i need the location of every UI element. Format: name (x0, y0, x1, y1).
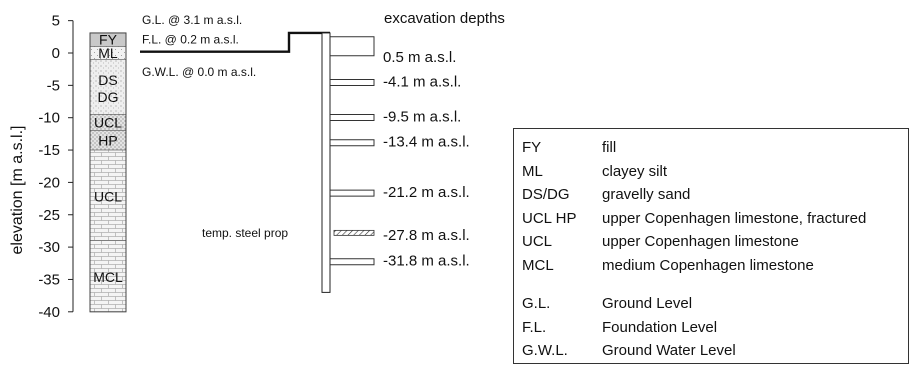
stratum-label: MCL (93, 269, 123, 285)
ground-level-label: G.L. @ 3.1 m a.s.l. (142, 13, 242, 27)
steel-prop (333, 229, 375, 236)
legend-key: UCL HP (522, 209, 577, 227)
foundation-level-label: F.L. @ 0.2 m a.s.l. (142, 33, 239, 47)
stratum-mcl (89, 240, 127, 313)
prop-label: temp. steel prop (202, 226, 288, 240)
excavation-depth-label: -31.8 m a.s.l. (383, 253, 470, 270)
legend-desc: clayey silt (602, 162, 668, 180)
excavation-depth-label: -9.5 m a.s.l. (383, 108, 461, 125)
excavation-step (330, 139, 375, 147)
excavation-depth-label: -27.8 m a.s.l. (383, 227, 470, 244)
soil-column-frame (89, 32, 127, 313)
stratum-label: FY (99, 32, 118, 48)
legend-desc: gravelly sand (602, 186, 691, 203)
legend-row: MCL medium Copenhagen limestone (522, 257, 814, 274)
legend-key: DS/DG (522, 186, 570, 203)
legend-row: F.L. Foundation Level (522, 319, 717, 336)
y-axis-ticks: 5 0 -5 -10 -15 -20 -25 -30 -35 -40 (38, 13, 74, 321)
y-tick-label: -25 (38, 207, 60, 224)
excavation-step (330, 113, 375, 121)
stratum-label: UCL (94, 188, 122, 204)
y-tick-label: -15 (38, 142, 60, 159)
legend-row: UCL upper Copenhagen limestone (522, 233, 799, 250)
legend-key: G.W.L. (522, 342, 568, 359)
legend-desc: upper Copenhagen limestone (602, 233, 799, 250)
legend-key: F.L. (522, 318, 547, 336)
excavation-depth-label: -4.1 m a.s.l. (383, 74, 461, 91)
y-tick-label: -20 (38, 174, 60, 191)
stratum-label: HP (98, 132, 117, 148)
legend-key: MCL (522, 256, 554, 274)
retaining-wall (321, 32, 331, 293)
excavation-stages: 0.5 m a.s.l. -4.1 m a.s.l. -9.5 m a.s.l. -1… (330, 36, 470, 270)
legend-desc: upper Copenhagen limestone, fractured (602, 209, 867, 227)
y-tick-label: -30 (38, 239, 60, 256)
y-tick-label: 5 (52, 13, 60, 30)
legend-desc: medium Copenhagen limestone (602, 256, 814, 274)
legend-desc: fill (602, 139, 617, 156)
legend-row: G.W.L. Ground Water Level (522, 342, 736, 359)
y-tick-label: -5 (47, 77, 60, 94)
legend-row: DS/DG gravelly sand (522, 186, 690, 203)
y-tick-label: -40 (38, 304, 60, 321)
legend-desc: Foundation Level (602, 318, 718, 336)
ground-line (140, 31, 330, 53)
legend-key: ML (522, 162, 543, 180)
legend-row: FY fill (522, 139, 616, 156)
legend-row: ML clayey silt (522, 163, 667, 180)
y-axis-label: elevation [m a.s.l.] (9, 126, 26, 255)
stratum-label: DS (98, 72, 117, 88)
stratum-label: UCL (94, 115, 122, 131)
y-tick-label: 0 (52, 45, 60, 62)
stratum-ds (89, 59, 127, 115)
legend-key: FY (522, 139, 542, 156)
legend-desc: Ground Level (602, 295, 693, 312)
legend-key: G.L. (522, 295, 551, 312)
stratum-label: ML (98, 45, 118, 61)
legend-key: UCL (522, 233, 553, 250)
y-tick-label: -35 (38, 271, 60, 288)
excavation-depth-label: -13.4 m a.s.l. (383, 134, 470, 151)
legend-row: UCL HP upper Copenhagen limestone, fractu… (522, 210, 866, 227)
legend-row: G.L. Ground Level (522, 295, 692, 312)
excavation-depth-label: -21.2 m a.s.l. (383, 184, 470, 201)
y-tick-label: -10 (38, 110, 60, 127)
excavation-step (330, 36, 375, 57)
excavation-step (330, 79, 375, 87)
excavation-depth-label: 0.5 m a.s.l. (383, 49, 456, 66)
legend-desc: Ground Water Level (602, 342, 736, 359)
excavation-step (330, 189, 375, 197)
excavation-step (330, 258, 375, 266)
excavation-title: excavation depths (384, 10, 505, 27)
stratum-label: DG (98, 89, 119, 105)
groundwater-level-label: G.W.L. @ 0.0 m a.s.l. (142, 65, 256, 79)
